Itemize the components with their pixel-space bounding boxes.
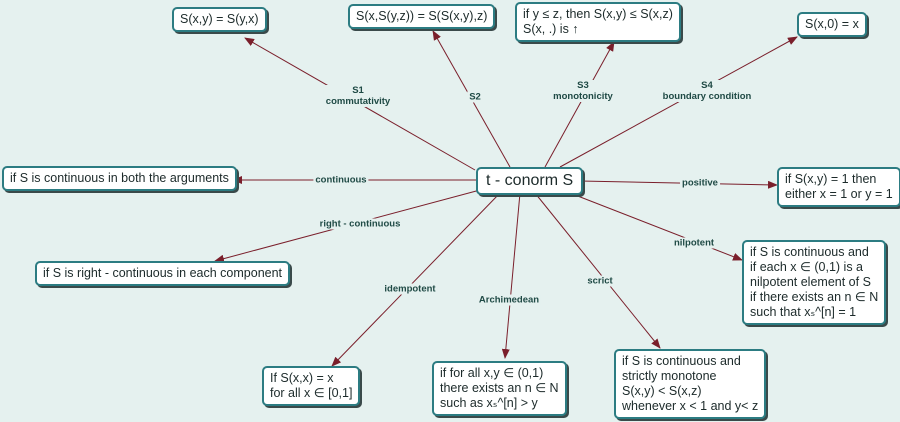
edge-s4 <box>559 36 798 168</box>
edge-positive <box>579 180 778 189</box>
node-associativity[interactable]: S(x,S(y,z)) = S(S(x,y),z) <box>348 4 496 29</box>
edge-label-positive: positive <box>680 177 720 189</box>
node-commutativity[interactable]: S(x,y) = S(y,x) <box>172 7 267 32</box>
edge-label-right-continuous: right - continuous <box>317 218 403 230</box>
edge-label-s2: S2 <box>467 91 483 103</box>
edge-label-nilpotent: nilpotent <box>671 237 717 249</box>
center-node[interactable]: t - conorm S <box>476 167 584 195</box>
edge-label-idempotent: idempotent <box>382 283 438 295</box>
edge-label-continuous: continuous <box>313 174 369 186</box>
node-monotonicity[interactable]: if y ≤ z, then S(x,y) ≤ S(x,z)S(x, .) is… <box>515 2 681 42</box>
node-continuous[interactable]: if S is continuous in both the arguments <box>2 166 237 191</box>
edge-label-archimedean: Archimedean <box>476 294 542 306</box>
edge-nilpotent <box>569 192 743 261</box>
node-archimedean[interactable]: if for all x,y ∈ (0,1)there exists an n … <box>432 361 567 416</box>
edge-s3 <box>544 41 615 168</box>
edge-idempotent <box>331 192 501 367</box>
node-boundary[interactable]: S(x,0) = x <box>797 12 867 37</box>
node-right-continuous[interactable]: if S is right - continuous in each compo… <box>35 261 291 286</box>
edge-strict <box>534 192 661 349</box>
edge-archimedean <box>501 192 521 359</box>
edge-label-strict: scrict <box>585 275 615 287</box>
